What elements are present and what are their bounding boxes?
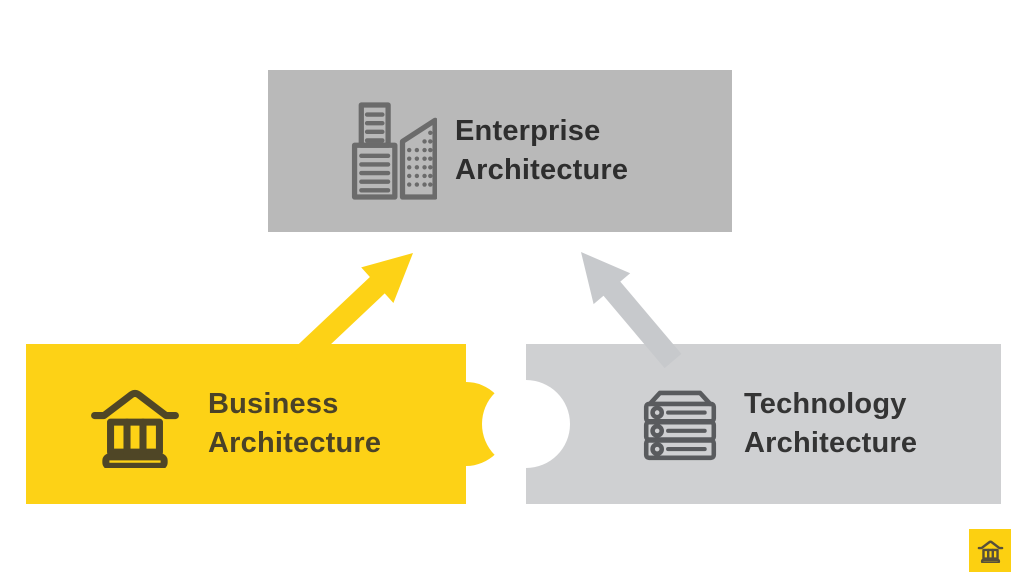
enterprise-architecture-box: Enterprise Architecture [268, 70, 732, 232]
bank-badge-icon [977, 538, 1004, 563]
business-architecture-box: Business Architecture [26, 344, 466, 504]
technology-architecture-label: Technology Architecture [744, 387, 918, 459]
server-stack-icon [638, 385, 722, 463]
technology-architecture-box: Technology Architecture [526, 344, 1001, 504]
enterprise-architecture-label: Enterprise Architecture [455, 114, 629, 186]
bank-icon [88, 380, 182, 468]
office-buildings-icon [345, 100, 437, 202]
brand-badge [969, 529, 1011, 572]
business-architecture-label: Business Architecture [208, 387, 382, 459]
